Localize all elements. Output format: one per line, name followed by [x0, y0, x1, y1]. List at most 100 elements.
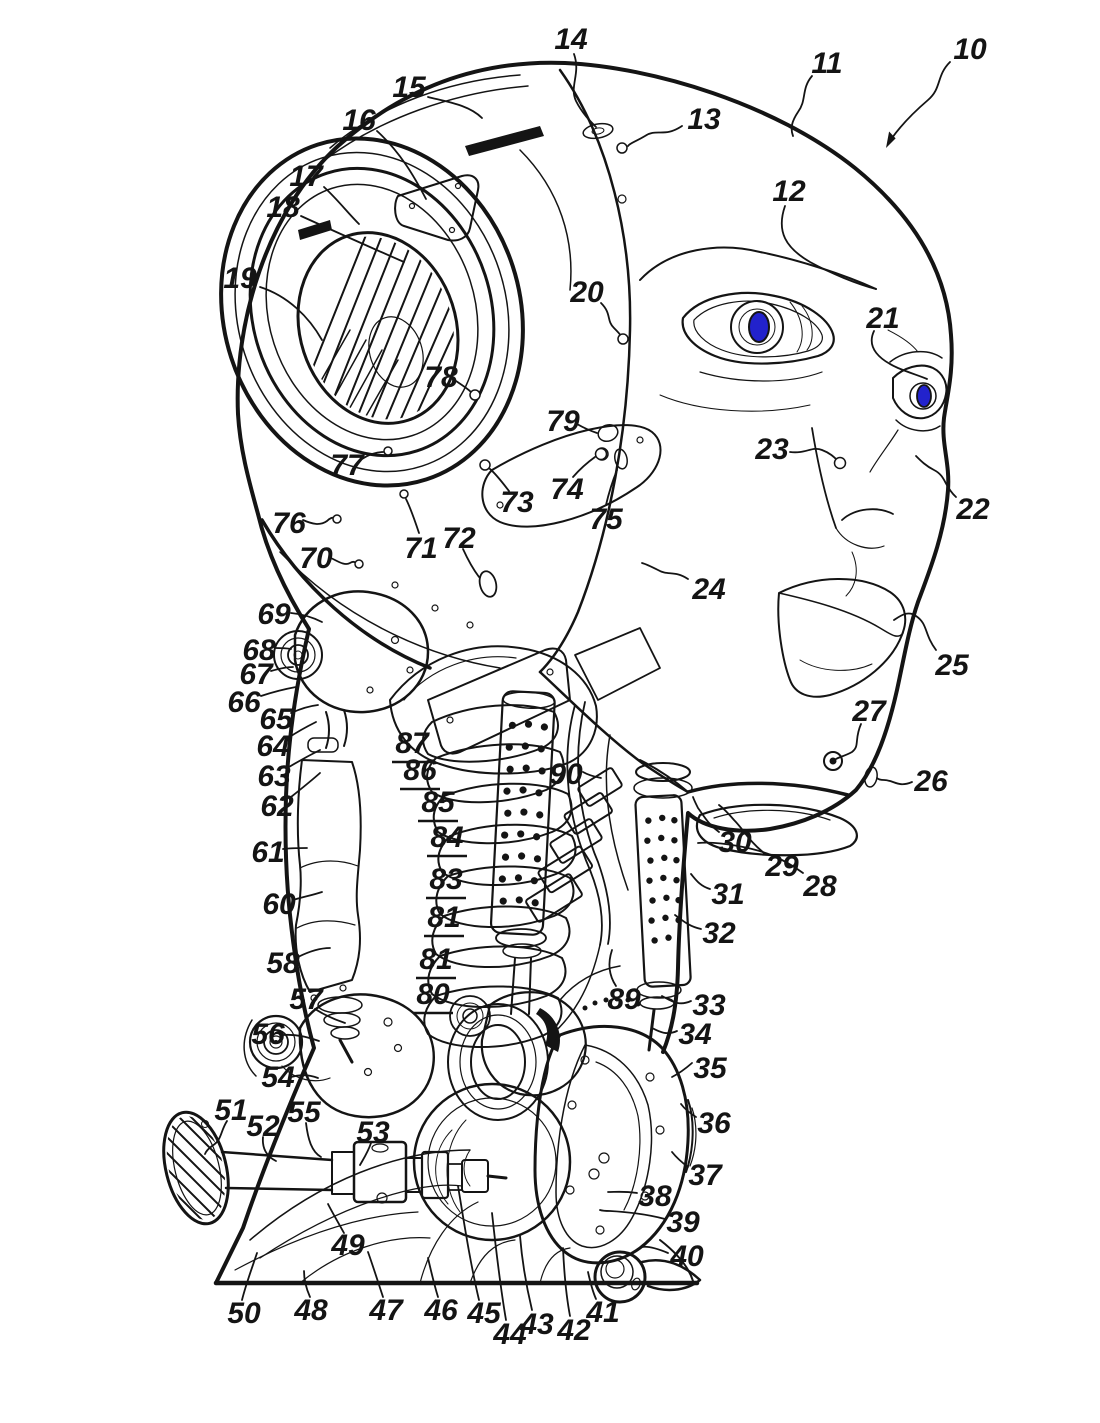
ref-label-28-18: 28	[802, 870, 837, 903]
ref-label-83-73: 83	[429, 863, 463, 896]
ref-label-37-27: 37	[688, 1159, 723, 1192]
ref-label-35-25: 35	[693, 1052, 728, 1085]
ref-label-50-39: 50	[227, 1297, 261, 1330]
ref-label-23-13: 23	[754, 433, 789, 466]
jaw-seam	[538, 670, 690, 794]
leader-line-47	[367, 1251, 384, 1298]
ref-label-86-70: 86	[403, 754, 437, 787]
ref-label-15-4: 15	[392, 71, 427, 104]
cheek-grommet	[823, 751, 843, 771]
leader-line-57	[314, 1008, 346, 1024]
ref-label-81-74: 81	[427, 901, 460, 934]
ref-label-78-68: 78	[424, 361, 458, 394]
ref-label-90-78: 90	[549, 758, 583, 791]
forehead-port	[617, 194, 627, 204]
ref-label-11-1: 11	[811, 47, 842, 80]
leader-line-64	[287, 721, 317, 739]
leader-line-73	[489, 468, 510, 492]
leader-line-55	[305, 1122, 322, 1158]
reference-labels: 1011141315161718191220212223242526272829…	[214, 23, 990, 1351]
arrowhead-10	[886, 131, 896, 148]
leader-line-35	[671, 1062, 693, 1078]
leader-line-29	[718, 804, 765, 854]
right-eye	[869, 329, 948, 473]
leader-line-76	[302, 516, 335, 525]
ref-label-75-64: 75	[589, 503, 624, 536]
collar	[389, 645, 598, 775]
ref-label-71-60: 71	[404, 532, 437, 565]
shell-port	[478, 570, 498, 598]
leader-line-16	[376, 130, 427, 200]
left-pupil	[748, 311, 770, 343]
ear-lower-plate	[481, 424, 662, 528]
leader-line-15	[427, 96, 483, 119]
ref-label-43-33: 43	[519, 1308, 554, 1341]
leader-line-46	[427, 1257, 439, 1298]
leader-line-68	[274, 647, 292, 650]
leader-line-79	[576, 423, 598, 434]
ref-label-10-0: 10	[953, 33, 987, 66]
cranium-panels	[298, 74, 614, 291]
ref-label-65-54: 65	[259, 703, 294, 736]
ref-label-40-30: 40	[669, 1240, 704, 1273]
ref-label-81-75: 81	[419, 943, 452, 976]
leader-line-50	[241, 1252, 258, 1301]
leader-line-33	[661, 995, 692, 1005]
lips	[777, 578, 907, 698]
ref-label-54-45: 54	[261, 1061, 295, 1094]
right-pupil	[916, 384, 932, 408]
ref-label-46-36: 46	[423, 1294, 458, 1327]
ref-label-22-12: 22	[955, 493, 990, 526]
leader-line-36	[680, 1103, 697, 1118]
ref-label-89-77: 89	[607, 983, 641, 1016]
ref-label-57-47: 57	[289, 983, 324, 1016]
leader-line-60	[292, 891, 323, 901]
crown-screw	[582, 122, 614, 140]
leader-line-22	[915, 455, 957, 498]
leader-line-89	[608, 949, 617, 987]
leader-line-38	[607, 1190, 638, 1194]
leader-line-10	[891, 61, 951, 139]
leader-line-63	[288, 749, 321, 768]
ref-label-19-8: 19	[223, 262, 257, 295]
ref-label-36-26: 36	[697, 1107, 731, 1140]
leader-line-40	[641, 1245, 669, 1254]
ref-label-79-65: 79	[546, 405, 580, 438]
ref-label-47-37: 47	[368, 1294, 404, 1327]
fastener-dot-73	[479, 459, 491, 471]
leader-line-27	[835, 723, 862, 760]
leader-line-49	[327, 1203, 345, 1234]
leader-line-34	[651, 1027, 678, 1034]
drum	[412, 1082, 572, 1242]
ref-label-68-57: 68	[242, 634, 276, 667]
fastener-dot-76	[332, 514, 342, 524]
leader-line-19	[259, 286, 323, 341]
leader-line-18	[300, 215, 405, 263]
leader-line-11	[790, 75, 813, 137]
ref-label-61-50: 61	[251, 836, 284, 869]
ref-label-56-46: 56	[251, 1018, 285, 1051]
plunger-assembly	[159, 1110, 508, 1226]
temple-oval	[597, 423, 619, 443]
ref-label-77-67: 77	[330, 449, 365, 482]
ref-label-80-76: 80	[416, 978, 450, 1011]
leader-line-62	[290, 772, 321, 798]
ref-label-64-53: 64	[256, 730, 290, 763]
ref-label-70-59: 70	[299, 542, 333, 575]
ref-label-58-48: 58	[266, 947, 300, 980]
neck-plate	[427, 647, 571, 755]
leader-line-21	[870, 330, 928, 380]
ref-label-24-14: 24	[691, 573, 726, 606]
ref-label-25-15: 25	[934, 649, 970, 682]
ear-shell-lower-edge	[260, 518, 432, 670]
mount-plate	[533, 1024, 697, 1265]
ref-label-38-28: 38	[638, 1180, 672, 1213]
ref-label-34-24: 34	[678, 1018, 712, 1051]
ref-label-62-51: 62	[260, 790, 294, 823]
upper-ball-joint	[273, 590, 661, 775]
leader-line-51	[204, 1120, 228, 1155]
ref-label-12-9: 12	[772, 175, 806, 208]
ref-label-72-61: 72	[442, 522, 476, 555]
leader-line-56	[282, 1033, 320, 1042]
ref-label-63-52: 63	[257, 760, 291, 793]
